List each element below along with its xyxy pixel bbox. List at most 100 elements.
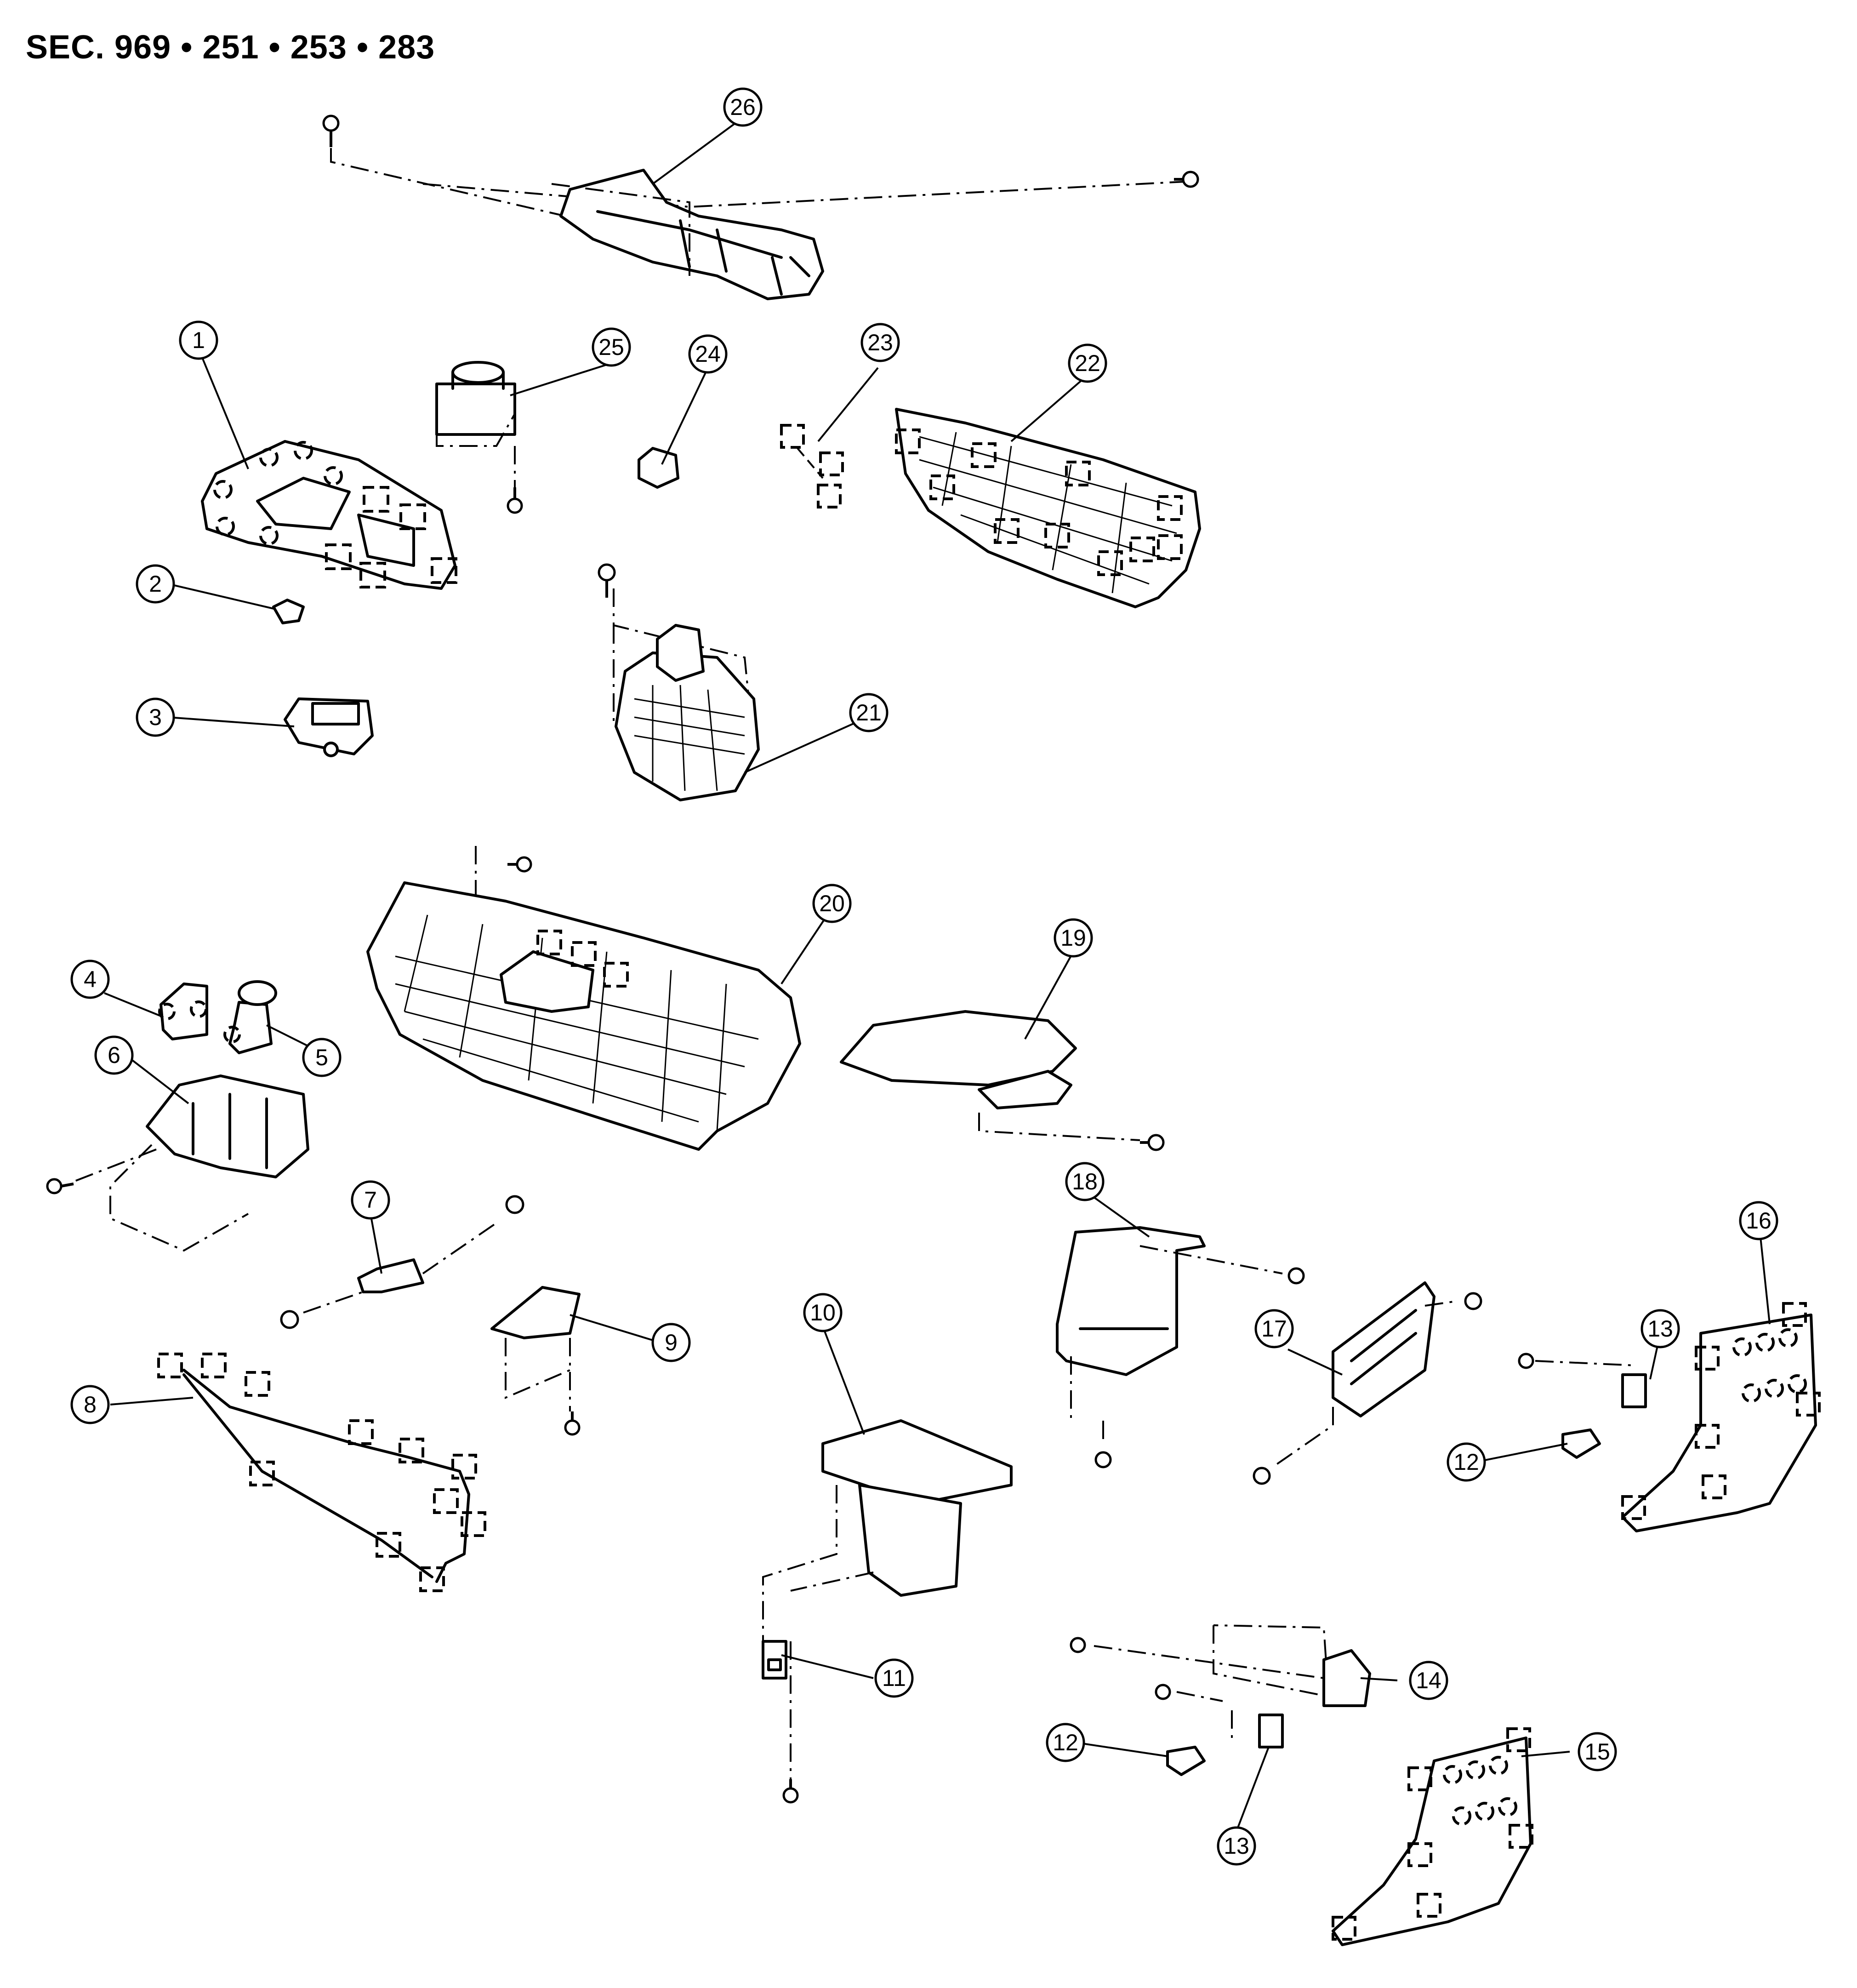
callout-4: 4 <box>70 960 110 999</box>
screw-icon <box>598 563 616 598</box>
screw-icon <box>46 1178 74 1194</box>
callout-26: 26 <box>723 87 763 127</box>
callout-number: 23 <box>867 330 893 355</box>
part-15-panel <box>1332 1727 1533 1946</box>
callout-8: 8 <box>70 1385 110 1424</box>
part-6-bracket <box>46 1074 309 1252</box>
callout-number: 2 <box>149 571 162 597</box>
callout-7: 7 <box>351 1180 390 1220</box>
callout-20: 20 <box>812 884 852 923</box>
part-13-clip-lower <box>1231 1710 1284 1748</box>
callout-number: 3 <box>149 704 162 730</box>
screw-icon <box>564 1411 581 1436</box>
callout-3: 3 <box>136 697 175 737</box>
part-12-fastener-lower <box>1166 1746 1206 1776</box>
part-13-clip-right <box>1621 1373 1647 1408</box>
part-21-shift-device <box>598 563 760 801</box>
part-1-shift-finisher <box>201 440 457 590</box>
section-header: SEC. 969 • 251 • 253 • 283 <box>26 29 435 66</box>
callout-number: 12 <box>1453 1449 1479 1475</box>
screw-icon <box>1155 1684 1171 1700</box>
part-14-module <box>1070 1624 1371 1707</box>
callout-number: 12 <box>1053 1730 1078 1755</box>
callout-number: 26 <box>730 94 756 120</box>
screw-icon <box>1174 171 1199 188</box>
callout-number: 19 <box>1060 925 1086 951</box>
callout-9: 9 <box>651 1323 691 1362</box>
callout-number: 24 <box>695 341 721 367</box>
part-16-panel <box>1518 1302 1821 1532</box>
callout-number: 1 <box>192 327 205 353</box>
callout-number: 16 <box>1746 1208 1772 1234</box>
callout-12-upper: 12 <box>1447 1442 1486 1482</box>
callout-number: 20 <box>819 891 845 916</box>
callout-13-lower: 13 <box>1217 1826 1256 1866</box>
callout-number: 17 <box>1261 1316 1287 1342</box>
screw-icon <box>507 856 532 873</box>
screw-icon <box>1140 1134 1165 1151</box>
part-11-clip <box>762 1640 799 1804</box>
part-24-connector <box>638 447 679 489</box>
callout-19: 19 <box>1054 918 1093 958</box>
part-25-controller <box>435 361 523 514</box>
part-19-armrest <box>840 1010 1165 1151</box>
callout-number: 7 <box>364 1187 377 1213</box>
callout-12-lower: 12 <box>1046 1723 1085 1762</box>
callout-number: 25 <box>598 334 624 360</box>
part-4-bracket <box>158 983 208 1040</box>
part-5-power-outlet <box>223 980 277 1054</box>
callout-17: 17 <box>1254 1309 1294 1348</box>
callout-10: 10 <box>803 1293 843 1332</box>
callout-number: 22 <box>1075 350 1100 376</box>
part-12-fastener-right <box>1561 1428 1601 1459</box>
part-8-harness <box>157 1353 486 1592</box>
screw-icon <box>322 114 340 147</box>
part-7-bracket <box>280 1195 524 1329</box>
callout-24: 24 <box>688 334 728 374</box>
callout-2: 2 <box>136 564 175 604</box>
part-20-console-body <box>366 846 801 1151</box>
part-10-console-box <box>762 1419 1013 1779</box>
part-3-switch <box>284 697 374 757</box>
callout-number: 15 <box>1584 1739 1610 1765</box>
screw-icon <box>782 1779 799 1804</box>
callout-number: 21 <box>856 700 882 726</box>
callout-16: 16 <box>1739 1201 1778 1240</box>
callout-21: 21 <box>849 693 889 732</box>
screw-icon <box>1094 1451 1112 1468</box>
callout-13-upper: 13 <box>1641 1309 1680 1348</box>
callout-5: 5 <box>302 1038 342 1077</box>
callout-25: 25 <box>592 327 631 367</box>
callout-18: 18 <box>1065 1162 1105 1201</box>
callout-1: 1 <box>179 320 218 360</box>
callout-number: 14 <box>1416 1668 1441 1693</box>
screw-icon <box>280 1310 299 1329</box>
screw-icon <box>1253 1467 1271 1485</box>
callout-number: 6 <box>108 1042 120 1068</box>
part-23-clips <box>780 424 844 508</box>
part-18-duct <box>1056 1226 1305 1468</box>
part-17-bracket <box>1253 1281 1482 1485</box>
callout-number: 13 <box>1647 1316 1673 1342</box>
callout-22: 22 <box>1068 343 1107 383</box>
part-26-upper-finisher <box>322 114 1199 300</box>
screw-icon <box>1070 1637 1086 1653</box>
screw-icon <box>1518 1353 1534 1369</box>
screw-icon <box>505 1195 524 1214</box>
callout-number: 4 <box>84 966 97 992</box>
part-9-bracket <box>490 1286 581 1436</box>
callout-14: 14 <box>1409 1661 1448 1700</box>
part-22-side-panel <box>895 408 1201 608</box>
callout-15: 15 <box>1578 1732 1617 1771</box>
part-2-clip <box>272 599 305 624</box>
callout-number: 13 <box>1224 1833 1249 1859</box>
callout-11: 11 <box>874 1658 914 1698</box>
screw-icon <box>1287 1267 1305 1285</box>
callout-number: 8 <box>84 1392 97 1417</box>
callout-23: 23 <box>860 323 900 362</box>
callout-6: 6 <box>94 1035 134 1075</box>
screw-icon <box>507 487 523 514</box>
callout-number: 18 <box>1072 1169 1098 1194</box>
callout-number: 11 <box>882 1665 906 1691</box>
